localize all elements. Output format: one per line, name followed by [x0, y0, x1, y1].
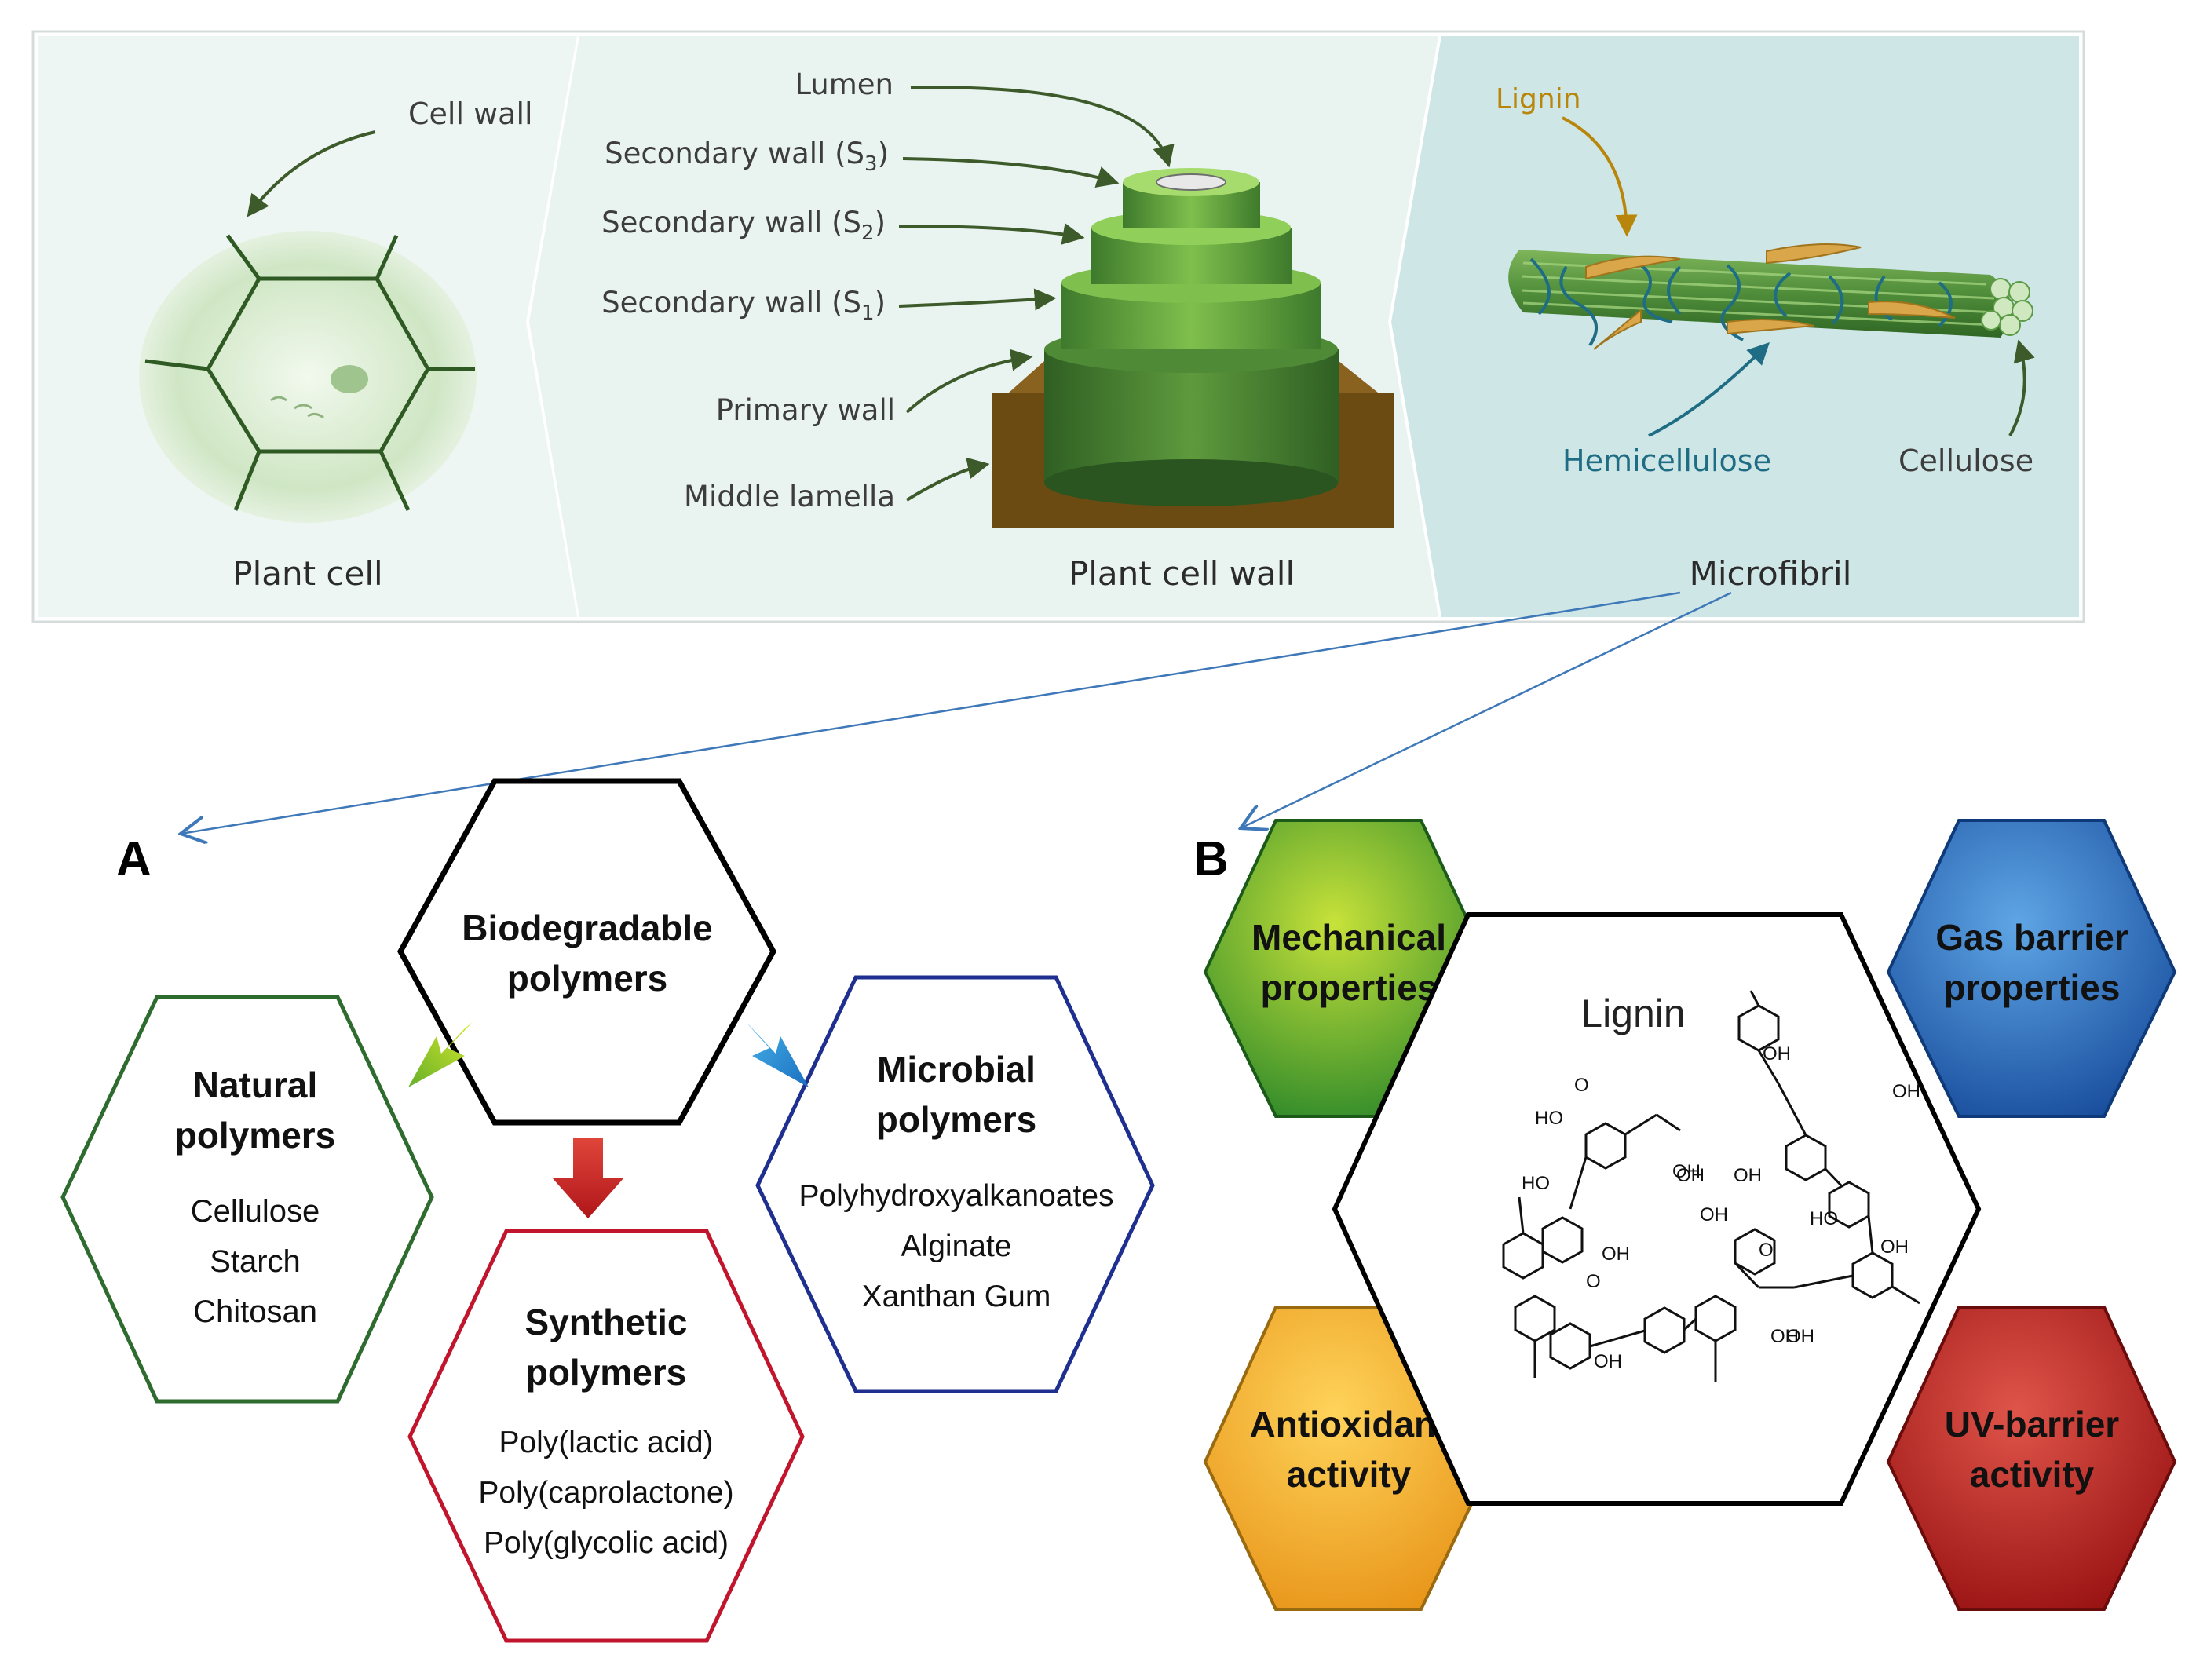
- lignin-hexagon: [1332, 912, 1982, 1506]
- atom-label: OH: [1672, 1161, 1701, 1182]
- panel-b-letter: B: [1193, 832, 1229, 886]
- natural-item: Cellulose: [191, 1194, 320, 1229]
- wall-layer-arrows: [898, 86, 1175, 502]
- atom-label: OH: [1763, 1043, 1791, 1065]
- wall-layer-label: Lumen: [795, 68, 893, 101]
- microbial-title-2: polymers: [876, 1099, 1037, 1140]
- synthetic-title-2: polymers: [526, 1352, 687, 1393]
- uv-barrier-hexagon: [1886, 1306, 2177, 1611]
- atom-label: O: [1759, 1240, 1774, 1261]
- gas-barrier-hexagon: [1886, 819, 2177, 1118]
- panel-b: B Mechanical properties Gas barrier prop…: [1193, 819, 2177, 1611]
- uv-barrier-label-2: activity: [1970, 1454, 2095, 1495]
- plant-cell-panel: Cell wall Plant cell: [139, 97, 533, 593]
- connector-to-b: [1241, 591, 1732, 828]
- natural-hexagon: [60, 995, 434, 1404]
- connector-arrows: [181, 591, 1732, 834]
- wall-layer-label: Secondary wall (S2): [601, 206, 886, 245]
- cell-wall-lines: [144, 234, 475, 512]
- connector-to-a: [181, 591, 1681, 834]
- lignin-structure-bonds: [1502, 990, 1920, 1382]
- synthetic-title-1: Synthetic: [524, 1302, 687, 1342]
- synthetic-item: Poly(glycolic acid): [484, 1526, 729, 1560]
- cellulose-arrow: [2008, 339, 2035, 436]
- atom-label: OH: [1786, 1326, 1814, 1347]
- microbial-item: Xanthan Gum: [862, 1280, 1051, 1313]
- lumen: [1156, 173, 1226, 191]
- microfibril-caption: Microfibril: [1690, 554, 1852, 593]
- atom-label: OH: [1770, 1326, 1799, 1347]
- microfibril-panel: Lignin Hemicellulose Cellulose Microfibr…: [1496, 83, 2035, 593]
- microbial-hexagon: [755, 975, 1155, 1393]
- biodegradable-title-2: polymers: [507, 958, 668, 999]
- plant-cell-illustration: [139, 231, 477, 523]
- synthetic-item: Poly(lactic acid): [499, 1426, 713, 1459]
- microbial-item: Polyhydroxyalkanoates: [798, 1179, 1113, 1213]
- microbial-title-1: Microbial: [877, 1049, 1036, 1090]
- natural-item: Starch: [210, 1244, 301, 1279]
- hemicellulose-strands: [1529, 257, 1953, 347]
- gas-barrier-label-1: Gas barrier: [1935, 917, 2128, 958]
- atom-label: OH: [1892, 1081, 1920, 1102]
- mechanical-label-1: Mechanical: [1251, 917, 1446, 958]
- antioxidant-label-2: activity: [1287, 1454, 1412, 1495]
- natural-item: Chitosan: [193, 1295, 317, 1329]
- nucleus: [331, 365, 368, 393]
- atom-label: O: [1574, 1075, 1589, 1096]
- atom-label: OH: [1880, 1236, 1909, 1258]
- lignin-arrow: [1562, 116, 1638, 237]
- cellulose-ends: [1981, 278, 2033, 336]
- lignin-structure-title: Lignin: [1580, 992, 1685, 1035]
- natural-title-2: polymers: [175, 1115, 336, 1156]
- organelles: [270, 396, 324, 419]
- gas-barrier-label-2: properties: [1944, 967, 2121, 1008]
- atom-label: OH: [1734, 1165, 1762, 1186]
- lignin-label: Lignin: [1496, 83, 1581, 115]
- hemicellulose-label: Hemicellulose: [1562, 444, 1771, 478]
- atom-label: O: [1586, 1271, 1601, 1292]
- cell-wall-arrow: [247, 130, 376, 217]
- atom-label: OH: [1602, 1244, 1630, 1265]
- atom-label: HO: [1810, 1208, 1838, 1229]
- atom-label: OH: [1700, 1204, 1728, 1225]
- microbial-item: Alginate: [901, 1229, 1012, 1263]
- atom-label: HO: [1535, 1108, 1563, 1129]
- antioxidant-label-1: Antioxidant: [1250, 1404, 1449, 1444]
- atom-label: OH: [1594, 1351, 1622, 1372]
- wall-layer-label: Primary wall: [716, 393, 895, 427]
- wall-layer-label: Secondary wall (S3): [605, 137, 889, 176]
- cell-wall-label: Cell wall: [408, 97, 533, 131]
- panel-a: A Biodegradable polymers Natural polymer…: [60, 778, 1155, 1643]
- wall-layer-label: Secondary wall (S1): [601, 286, 886, 325]
- arrow-to-microbial: [746, 1022, 809, 1087]
- synthetic-item: Poly(caprolactone): [478, 1476, 733, 1510]
- lignin-strands: [1585, 243, 1956, 350]
- cell-wall-caption: Plant cell wall: [1069, 554, 1295, 593]
- cellulose-label: Cellulose: [1898, 444, 2033, 478]
- atom-label: OH: [1676, 1165, 1705, 1186]
- panel-a-letter: A: [116, 832, 152, 886]
- synthetic-hexagon: [407, 1229, 805, 1643]
- biodegradable-title-1: Biodegradable: [462, 908, 713, 948]
- natural-title-1: Natural: [193, 1065, 317, 1105]
- plant-cell-caption: Plant cell: [232, 554, 382, 593]
- biodegradable-hexagon: [397, 778, 776, 1126]
- uv-barrier-label-1: UV-barrier: [1945, 1404, 2120, 1444]
- mechanical-label-2: properties: [1261, 967, 1438, 1008]
- atom-label: HO: [1522, 1173, 1550, 1194]
- arrow-to-natural: [408, 1022, 473, 1087]
- hemicellulose-arrow: [1648, 342, 1770, 437]
- wall-layer-label: Middle lamella: [684, 480, 895, 513]
- arrow-to-synthetic: [552, 1138, 624, 1218]
